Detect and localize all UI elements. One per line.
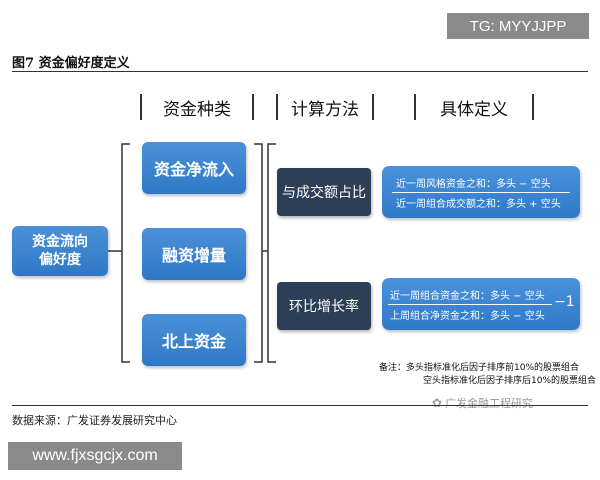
definition-2-suffix: −1 xyxy=(554,294,575,310)
header-fund-type: 资金种类 xyxy=(140,94,254,120)
root-box-fund-flow-preference: 资金流向 偏好度 xyxy=(12,226,108,276)
definition-2-numerator: 近一周组合资金之和：多头 − 空头 xyxy=(390,291,545,302)
note-line-2: 空头指标准化后因子排序后10%的股票组合 xyxy=(423,376,597,386)
fraction-bar xyxy=(388,304,552,305)
watermark-right: ✿ 广发金融工程研究 xyxy=(432,395,533,411)
definition-1-numerator: 近一周风格资金之和：多头 − 空头 xyxy=(396,179,551,190)
source-text: 数据来源：广发证券发展研究中心 xyxy=(12,414,177,427)
wechat-icon: ✿ xyxy=(432,396,443,410)
fund-type-northbound: 北上资金 xyxy=(142,314,246,366)
note-line-1: 备注：多头指标准化后因子排序前10%的股票组合 xyxy=(379,363,580,373)
fraction-bar xyxy=(392,192,570,193)
method-turnover-ratio: 与成交额占比 xyxy=(277,168,371,216)
watermark-bottom: www.fjxsgcjx.com xyxy=(8,442,182,470)
figure-title: 图7 资金偏好度定义 xyxy=(12,56,130,71)
header-definition: 具体定义 xyxy=(414,94,534,120)
fund-type-margin-increase: 融资增量 xyxy=(142,228,246,280)
fund-type-net-inflow: 资金净流入 xyxy=(142,142,246,194)
bottom-rule xyxy=(12,405,588,406)
watermark-top: TG: MYYJJPP xyxy=(447,13,589,39)
definition-1-denominator: 近一周组合成交额之和：多头 + 空头 xyxy=(396,199,561,210)
definition-box-1: 近一周风格资金之和：多头 − 空头 近一周组合成交额之和：多头 + 空头 xyxy=(382,166,580,218)
header-method: 计算方法 xyxy=(276,94,374,120)
method-growth-rate: 环比增长率 xyxy=(277,282,371,330)
top-rule xyxy=(12,71,588,72)
definition-2-denominator: 上周组合净资金之和：多头 − 空头 xyxy=(390,311,545,322)
definition-box-2: 近一周组合资金之和：多头 − 空头 上周组合净资金之和：多头 − 空头 −1 xyxy=(382,278,580,330)
watermark-right-text: 广发金融工程研究 xyxy=(445,397,534,410)
